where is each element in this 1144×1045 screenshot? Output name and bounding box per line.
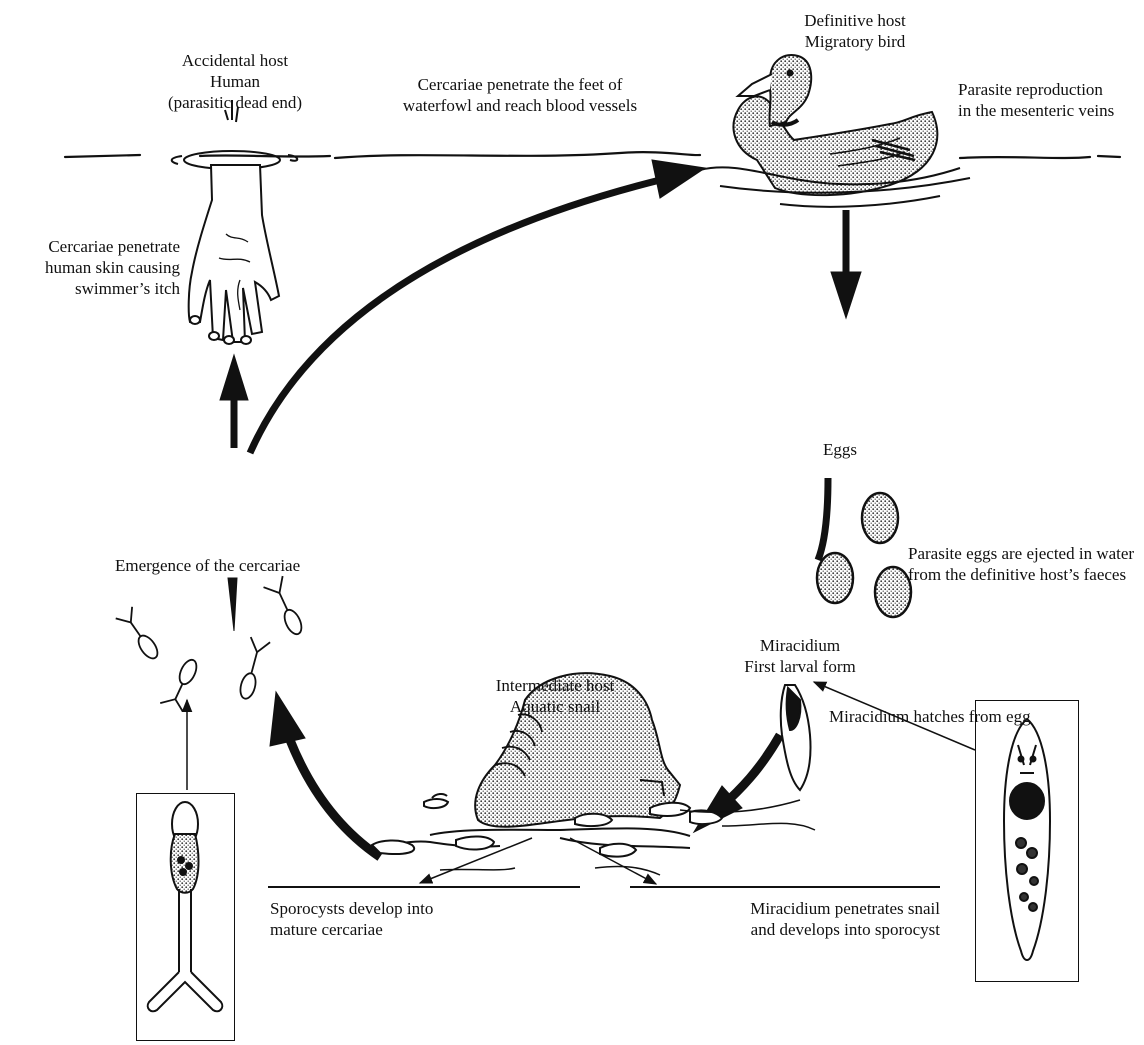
intermediate-host-label: Intermediate host Aquatic snail xyxy=(475,675,635,717)
intermediate-host-line2: Aquatic snail xyxy=(475,696,635,717)
cercaria-detail-inset xyxy=(136,793,235,1041)
cercariae-skin-line1: Cercariae penetrate xyxy=(10,236,180,257)
cercariae-illustrations xyxy=(116,576,308,713)
eggs-label: Eggs xyxy=(823,439,857,460)
cercariae-feet-label: Cercariae penetrate the feet of waterfow… xyxy=(360,74,680,116)
human-hand-illustration xyxy=(172,100,298,344)
sporocysts-label: Sporocysts develop into mature cercariae xyxy=(270,898,433,940)
intermediate-host-line1: Intermediate host xyxy=(475,675,635,696)
cercariae-feet-line2: waterfowl and reach blood vessels xyxy=(360,95,680,116)
cercariae-skin-label: Cercariae penetrate human skin causing s… xyxy=(10,236,180,299)
duck-illustration xyxy=(700,55,970,207)
parasite-reproduction-line2: in the mesenteric veins xyxy=(958,100,1114,121)
definitive-host-line2: Migratory bird xyxy=(765,31,945,52)
cercariae-skin-line2: human skin causing xyxy=(10,257,180,278)
parasite-reproduction-line1: Parasite reproduction xyxy=(958,79,1114,100)
miracidium-hatches-label: Miracidium hatches from egg xyxy=(829,706,1031,727)
definitive-host-line1: Definitive host xyxy=(765,10,945,31)
miracidium-line2: First larval form xyxy=(720,656,880,677)
miracidium-penetrates-line1: Miracidium penetrates snail xyxy=(650,898,940,919)
sporocysts-line2: mature cercariae xyxy=(270,919,433,940)
definitive-host-label: Definitive host Migratory bird xyxy=(765,10,945,52)
miracidium-penetrates-label: Miracidium penetrates snail and develops… xyxy=(650,898,940,940)
sporocysts-line1: Sporocysts develop into xyxy=(270,898,433,919)
miracidium-label: Miracidium First larval form xyxy=(720,635,880,677)
miracidium-illustration xyxy=(781,685,811,790)
accidental-host-line2: Human xyxy=(145,71,325,92)
cercariae-skin-line3: swimmer’s itch xyxy=(10,278,180,299)
miracidium-line1: Miracidium xyxy=(720,635,880,656)
emergence-label: Emergence of the cercariae xyxy=(115,555,300,576)
miracidium-detail-icon xyxy=(976,701,1078,981)
eggs-ejected-line1: Parasite eggs are ejected in water xyxy=(908,543,1134,564)
eggs-ejected-line2: from the definitive host’s faeces xyxy=(908,564,1134,585)
accidental-host-line3: (parasitic dead end) xyxy=(145,92,325,113)
accidental-host-line1: Accidental host xyxy=(145,50,325,71)
accidental-host-label: Accidental host Human (parasitic dead en… xyxy=(145,50,325,113)
water-surface xyxy=(65,152,1120,158)
miracidium-detail-inset xyxy=(975,700,1079,982)
miracidium-penetrates-line2: and develops into sporocyst xyxy=(650,919,940,940)
cercaria-detail-icon xyxy=(137,794,234,1040)
egg-illustrations xyxy=(817,493,911,617)
cercariae-feet-line1: Cercariae penetrate the feet of xyxy=(360,74,680,95)
parasite-reproduction-label: Parasite reproduction in the mesenteric … xyxy=(958,79,1114,121)
eggs-ejected-label: Parasite eggs are ejected in water from … xyxy=(908,543,1134,585)
